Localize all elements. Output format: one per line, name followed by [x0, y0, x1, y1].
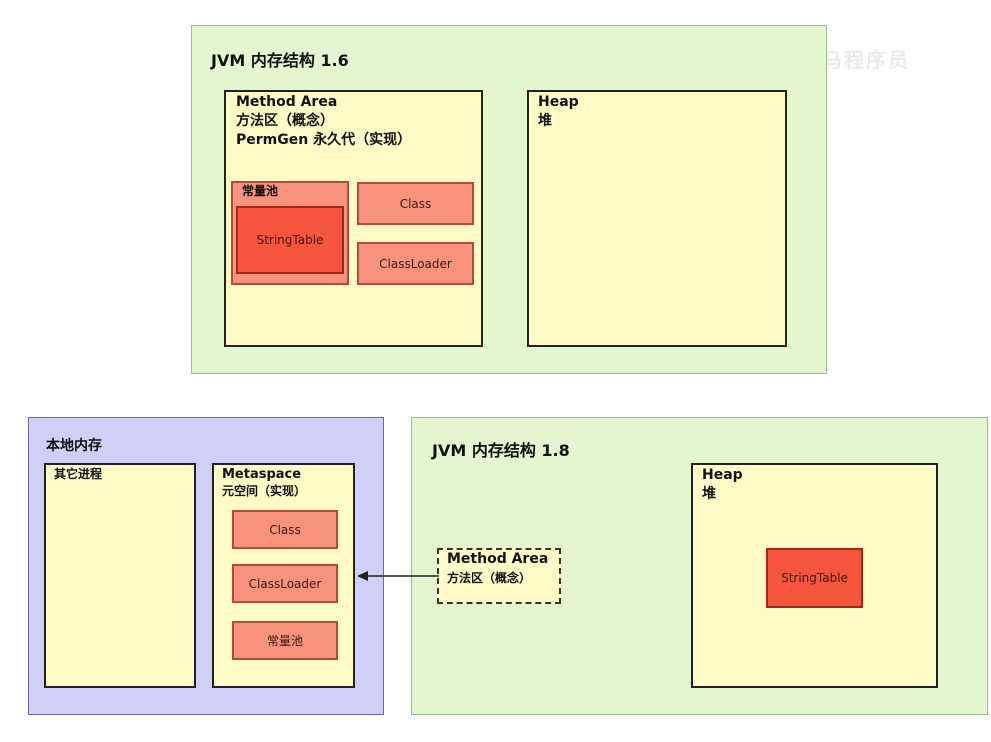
- jvm18-method-area-title: Method Area: [447, 551, 549, 567]
- jvm18-method-area-label: Method Area 方法区（概念）: [447, 550, 548, 588]
- jvm18-heap-label: Heap 堆: [702, 466, 743, 504]
- other-process-label: 其它进程: [54, 467, 103, 481]
- jvm16-string-table: StringTable: [236, 206, 344, 274]
- method-area-to-metaspace-arrow: [357, 571, 439, 581]
- metaspace-constant-pool-box: 常量池: [232, 621, 338, 660]
- jvm16-heap: [527, 90, 787, 347]
- jvm16-classloader-box: ClassLoader: [357, 242, 474, 285]
- metaspace-class-box: Class: [232, 510, 338, 549]
- permgen-label: PermGen 永久代（实现）: [236, 132, 412, 148]
- heap-title: Heap: [538, 94, 579, 110]
- native-memory-title: 本地内存: [46, 438, 102, 454]
- method-area-concept: 方法区（概念）: [236, 113, 334, 129]
- other-process-box: [44, 463, 196, 688]
- jvm16-constant-pool-label: 常量池: [242, 184, 279, 198]
- metaspace-impl: 元空间（实现）: [222, 484, 307, 498]
- method-area-title: Method Area: [236, 94, 338, 110]
- heap-cn: 堆: [538, 113, 552, 129]
- jvm18-heap-cn: 堆: [702, 486, 716, 502]
- jvm18-heap-title: Heap: [702, 467, 743, 483]
- metaspace-label: Metaspace 元空间（实现）: [222, 466, 306, 500]
- jvm16-class-box: Class: [357, 182, 474, 225]
- jvm18-method-area: [437, 548, 561, 604]
- jvm16-method-area-label: Method Area 方法区（概念） PermGen 永久代（实现）: [236, 93, 411, 150]
- jvm16-heap-label: Heap 堆: [538, 93, 579, 131]
- jvm18-string-table: StringTable: [766, 548, 863, 608]
- jvm18-title: JVM 内存结构 1.8: [432, 441, 570, 460]
- metaspace-title: Metaspace: [222, 467, 302, 482]
- jvm16-title: JVM 内存结构 1.6: [211, 51, 349, 70]
- metaspace-classloader-box: ClassLoader: [232, 564, 338, 603]
- jvm18-method-area-concept: 方法区（概念）: [447, 571, 532, 585]
